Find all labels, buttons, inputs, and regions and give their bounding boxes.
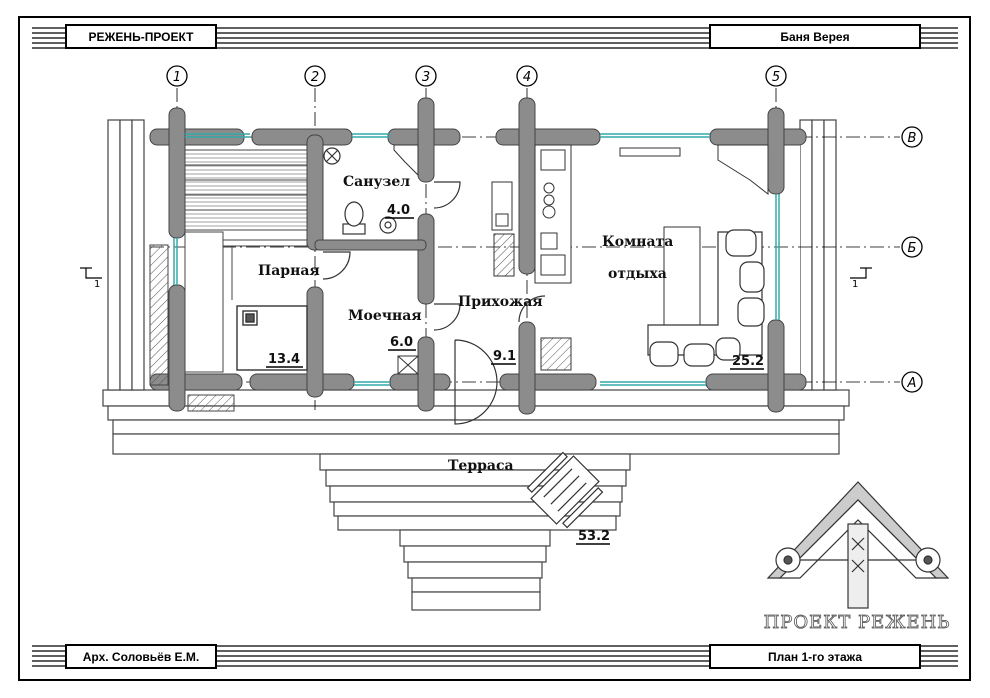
sheet-frame: [18, 16, 971, 681]
room-label-sanuzel: Санузел: [343, 174, 410, 190]
section-mark-right: 1: [850, 267, 872, 290]
steam-room-shelves: [184, 149, 308, 373]
axis-bubble-1: 1: [166, 65, 188, 87]
ventilation-icon: [323, 147, 341, 165]
corner-fireplace-right: [717, 144, 769, 196]
drain-cross-b: [397, 355, 419, 375]
svg-text:В: В: [908, 131, 917, 146]
room-area-moechnaya: 6.0: [390, 335, 413, 350]
room-area-terrasa: 53.2: [578, 529, 610, 544]
svg-text:4: 4: [523, 70, 531, 85]
room-area-prihozhaya: 9.1: [493, 349, 516, 364]
doors: [322, 181, 546, 425]
stove: [236, 305, 308, 371]
axis-bubble-4: 4: [516, 65, 538, 87]
architect-box: [65, 644, 217, 669]
svg-text:3: 3: [422, 70, 430, 85]
corner-fireplace-left: [393, 144, 419, 177]
room-label-prihozhaya: Прихожая: [458, 294, 543, 310]
room-area-sanuzel: 4.0: [387, 203, 410, 218]
svg-text:А: А: [907, 376, 917, 391]
project-title: Баня Верея: [780, 30, 849, 44]
logo-text: ПРОЕКТ РЕЖЕНЬ: [764, 612, 951, 633]
hall-mat: [540, 337, 572, 371]
svg-text:Б: Б: [908, 241, 917, 256]
logo-emblem: [766, 481, 950, 609]
axis-bubble-3: 3: [415, 65, 437, 87]
toilet: [342, 201, 366, 235]
terrace-steps: [102, 389, 850, 611]
sheet-box: [709, 644, 921, 669]
axis-bubble-v: В: [901, 126, 923, 148]
woodpile-front: [187, 394, 235, 412]
sink: [379, 216, 397, 234]
svg-text:5: 5: [772, 70, 780, 85]
room-area-komnata: 25.2: [732, 354, 764, 369]
room-label-komnata-line1: Комната: [602, 234, 673, 250]
room-label-terrasa: Терраса: [448, 458, 514, 474]
room-label-parnaya: Парная: [258, 263, 320, 279]
architect-label: Арх. Соловьёв Е.М.: [83, 650, 199, 664]
lounge-sofa: [647, 229, 765, 367]
svg-text:1: 1: [852, 279, 858, 290]
room-label-moechnaya: Моечная: [348, 308, 422, 324]
hall-cabinet: [495, 213, 509, 227]
axis-bubble-5: 5: [765, 65, 787, 87]
room-label-komnata-line2: отдыха: [608, 266, 667, 282]
company-box: [65, 24, 217, 49]
svg-text:2: 2: [311, 70, 319, 85]
room-area-parnaya: 13.4: [268, 352, 300, 367]
axis-bubble-b: Б: [901, 236, 923, 258]
company-label: РЕЖЕНЬ-ПРОЕКТ: [89, 30, 195, 44]
wall-tv: [619, 147, 681, 157]
shoe-shelf: [493, 233, 515, 277]
sheet-title: План 1-го этажа: [768, 650, 862, 664]
axis-bubble-a: А: [901, 371, 923, 393]
project-box: [709, 24, 921, 49]
section-mark-left: 1: [80, 267, 102, 290]
kitchen-unit: [534, 144, 572, 284]
svg-text:1: 1: [94, 279, 100, 290]
firewood-stack: [149, 244, 169, 386]
windows: [173, 133, 780, 386]
terrace-table: [526, 451, 604, 529]
side-steps-right: [799, 119, 837, 391]
side-steps-left: [107, 119, 145, 391]
axis-bubble-2: 2: [304, 65, 326, 87]
lounge-table: [663, 226, 701, 336]
svg-text:1: 1: [173, 70, 181, 85]
